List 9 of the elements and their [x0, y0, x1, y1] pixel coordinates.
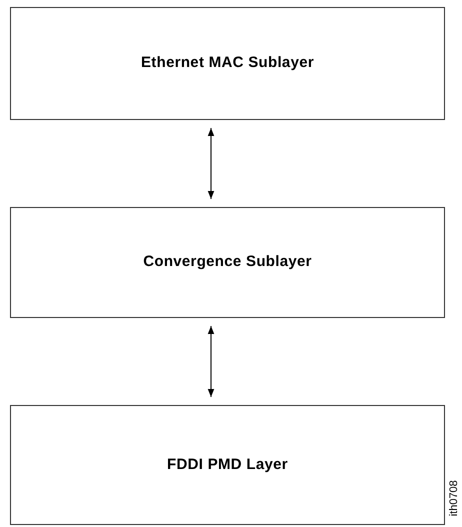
layer-box — [10, 405, 445, 525]
layer-box — [10, 207, 445, 318]
layer-name: Ethernet MAC Sublayer — [141, 53, 314, 74]
figure-id: ith0708 — [446, 480, 461, 517]
layer-name: FDDI PMD Layer — [167, 454, 288, 475]
double-arrow — [208, 128, 214, 200]
double-arrow — [208, 326, 214, 398]
layer-box — [10, 7, 445, 120]
layer-name: Convergence Sublayer — [143, 252, 312, 272]
